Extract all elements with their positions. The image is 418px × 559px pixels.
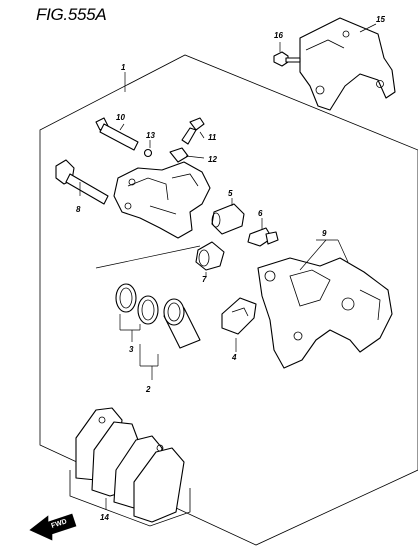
part-7-boot[interactable] [195,241,225,271]
callout-1: 1 [121,63,126,72]
part-15-bracket[interactable] [299,17,396,111]
caliper-body[interactable] [113,161,211,239]
callout-8: 8 [76,205,81,214]
callout-16: 16 [274,31,283,40]
part-10-slide-pin[interactable] [95,117,139,151]
callout-5: 5 [228,189,233,198]
part-9-support-bracket[interactable] [257,257,393,369]
fwd-label: FWD [50,518,67,530]
part-8-pin[interactable] [55,159,109,205]
forward-direction-arrow: FWD [29,513,77,541]
callout-6: 6 [258,209,263,218]
figure-title: FIG.555A [36,5,107,24]
callout-9: 9 [322,229,327,238]
callout-7: 7 [202,275,207,284]
part-4-pad-spring[interactable] [221,297,257,335]
part-13-ring[interactable] [143,148,153,158]
part-6-bolt[interactable] [247,227,279,247]
part-5-sleeve[interactable] [211,203,245,235]
part-12-cap[interactable] [169,147,189,163]
callout-labels: 1 2 3 4 5 6 7 8 9 10 13 11 12 14 15 16 [76,15,385,522]
callout-15: 15 [376,15,385,24]
callout-3: 3 [129,345,134,354]
callout-13: 13 [146,131,155,140]
callout-10: 10 [116,113,125,122]
callout-11: 11 [208,133,217,142]
part-14-brake-pads[interactable] [69,407,191,527]
part-3-piston-seals[interactable] [115,283,159,325]
callout-12: 12 [208,155,217,164]
callout-4: 4 [231,353,237,362]
leader-lines [79,23,377,510]
assembly-outline [39,54,418,546]
part-11-bleeder[interactable] [181,117,205,145]
part-16-bolt[interactable] [273,51,301,67]
callout-2: 2 [145,385,151,394]
callout-14: 14 [100,513,109,522]
part-2-piston[interactable] [163,298,201,349]
